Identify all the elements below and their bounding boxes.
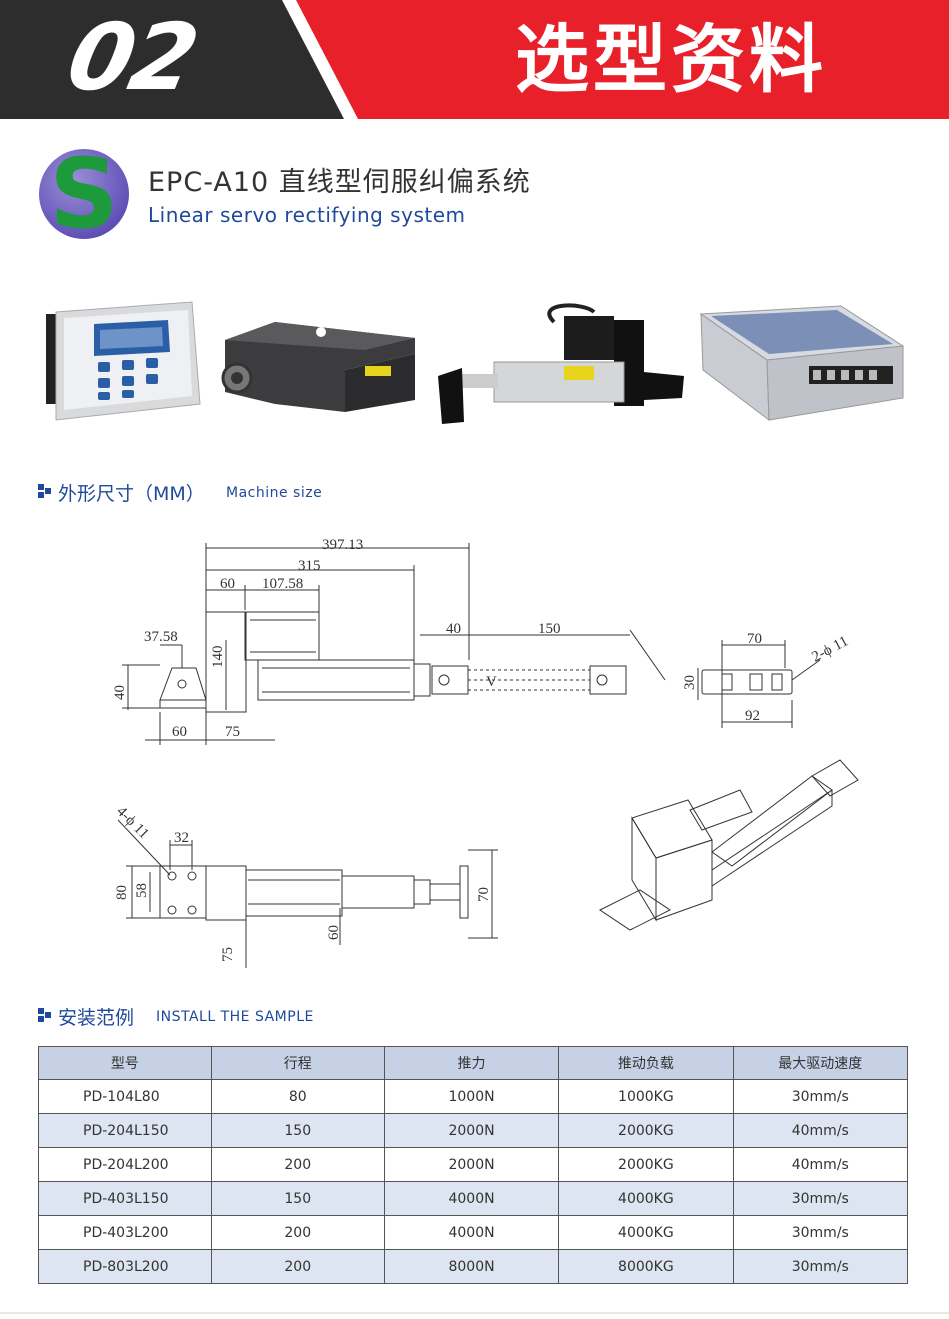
- table-cell: 4000KG: [558, 1181, 734, 1216]
- col-header-thrust: 推力: [383, 1046, 560, 1080]
- table-cell: 4000KG: [558, 1215, 734, 1250]
- size-section-title-en: Machine size: [226, 485, 323, 501]
- table-cell: 200: [210, 1249, 385, 1284]
- table-cell: 200: [210, 1147, 385, 1182]
- section-number: 02: [58, 4, 206, 111]
- table-cell: PD-403L200: [38, 1215, 212, 1250]
- table-header-row: 型号 行程 推力 推动负载 最大驱动速度: [38, 1046, 909, 1080]
- dim-2-phi-11: 2-ϕ 11: [809, 633, 851, 665]
- dim-40-rod: 40: [446, 621, 461, 637]
- dim-80: 80: [114, 885, 130, 900]
- header-banner: [0, 0, 949, 119]
- controller-image: [46, 301, 201, 421]
- section-bullet-icon: [38, 1008, 51, 1022]
- table-row: PD-104L80 80 1000N 1000KG 30mm/s: [38, 1079, 909, 1114]
- dim-150: 150: [538, 621, 561, 637]
- dim-60-side: 60: [326, 925, 342, 940]
- table-cell: 30mm/s: [732, 1181, 909, 1216]
- dim-70-right: 70: [476, 887, 492, 902]
- table-cell: 2000KG: [558, 1147, 734, 1182]
- table-cell: 2000KG: [558, 1113, 734, 1148]
- size-section-title-cn: 外形尺寸（MM）: [58, 483, 205, 505]
- table-cell: 8000KG: [558, 1249, 734, 1284]
- table-row: PD-204L200 200 2000N 2000KG 40mm/s: [38, 1147, 909, 1182]
- table-cell: 4000N: [383, 1181, 560, 1216]
- table-cell: 150: [210, 1113, 385, 1148]
- table-cell: PD-403L150: [38, 1181, 212, 1216]
- table-cell: 30mm/s: [732, 1079, 909, 1114]
- table-cell: 40mm/s: [732, 1113, 909, 1148]
- table-cell: PD-204L150: [38, 1113, 212, 1148]
- dim-32: 32: [174, 830, 189, 846]
- power-supply-image: [699, 305, 905, 422]
- table-cell: 8000N: [383, 1249, 560, 1284]
- table-cell: 1000KG: [558, 1079, 734, 1114]
- section-bullet-icon: [38, 484, 51, 498]
- dim-58: 58: [134, 883, 150, 898]
- col-header-speed: 最大驱动速度: [732, 1046, 909, 1080]
- dim-30: 30: [682, 675, 698, 690]
- sensor-image: [221, 322, 415, 412]
- col-header-load: 推动负载: [558, 1046, 734, 1080]
- table-cell: PD-204L200: [38, 1147, 212, 1182]
- product-name-cn: EPC-A10 直线型伺服纠偏系统: [148, 167, 531, 198]
- brand-logo: S: [39, 148, 129, 240]
- table-cell: 4000N: [383, 1215, 560, 1250]
- section-title: 选型资料: [515, 17, 827, 103]
- dim-40-left: 40: [112, 685, 128, 700]
- col-header-model: 型号: [38, 1046, 212, 1080]
- dim-60-bottom: 60: [172, 724, 187, 740]
- table-row: PD-803L200 200 8000N 8000KG 30mm/s: [38, 1249, 909, 1284]
- table-cell: 2000N: [383, 1147, 560, 1182]
- table-cell: PD-803L200: [38, 1249, 212, 1284]
- install-section-title-en: INSTALL THE SAMPLE: [156, 1009, 314, 1025]
- col-header-stroke: 行程: [210, 1046, 385, 1080]
- product-name-en: Linear servo rectifying system: [148, 203, 466, 227]
- dim-4-phi-11: 4-ϕ 11: [113, 804, 152, 843]
- table-row: PD-204L150 150 2000N 2000KG 40mm/s: [38, 1113, 909, 1148]
- dim-v: V: [486, 674, 497, 690]
- dim-75: 75: [225, 724, 240, 740]
- footer-divider: [0, 1312, 949, 1314]
- logo-letter: S: [49, 148, 118, 240]
- table-cell: 30mm/s: [732, 1215, 909, 1250]
- table-cell: 30mm/s: [732, 1249, 909, 1284]
- table-cell: 80: [210, 1079, 385, 1114]
- table-row: PD-403L200 200 4000N 4000KG 30mm/s: [38, 1215, 909, 1250]
- install-section-title-cn: 安装范例: [58, 1007, 135, 1029]
- table-cell: 2000N: [383, 1113, 560, 1148]
- dim-107-58: 107.58: [262, 576, 303, 592]
- table-cell: 150: [210, 1181, 385, 1216]
- table-cell: 200: [210, 1215, 385, 1250]
- dim-315: 315: [298, 558, 321, 574]
- actuator-image: [438, 303, 684, 424]
- dim-92: 92: [745, 708, 760, 724]
- dimension-drawings: 397.13 315 60 107.58 37.58 140 40 60 75 …: [112, 537, 859, 968]
- dim-70: 70: [747, 631, 762, 647]
- dim-37-58: 37.58: [144, 629, 178, 645]
- table-cell: 1000N: [383, 1079, 560, 1114]
- spec-table: 型号 行程 推力 推动负载 最大驱动速度 PD-104L80 80 1000N …: [38, 1046, 909, 1284]
- dim-75-bottom: 75: [220, 947, 236, 962]
- dim-397-13: 397.13: [322, 537, 363, 553]
- table-cell: PD-104L80: [38, 1079, 212, 1114]
- table-row: PD-403L150 150 4000N 4000KG 30mm/s: [38, 1181, 909, 1216]
- dim-140: 140: [210, 646, 226, 669]
- table-cell: 40mm/s: [732, 1147, 909, 1182]
- dim-60-top: 60: [220, 576, 235, 592]
